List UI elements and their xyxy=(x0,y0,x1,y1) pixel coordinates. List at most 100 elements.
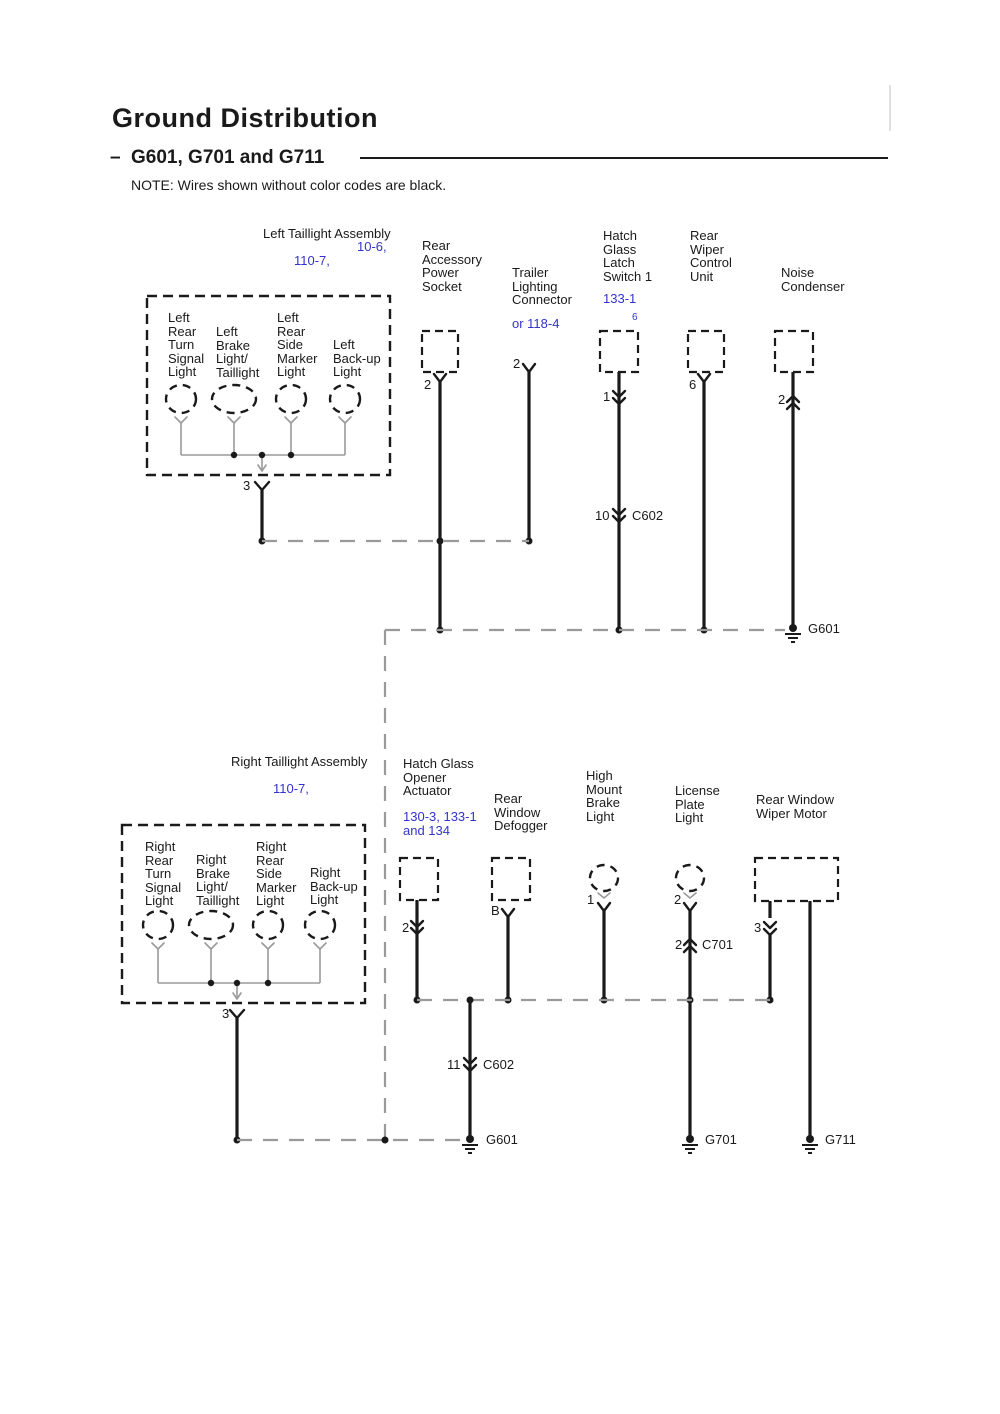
label-left-side-marker: Left Rear Side Marker Light xyxy=(277,310,318,379)
internal-ground-bus xyxy=(157,949,321,997)
arrow-icon xyxy=(257,464,267,472)
internal-ground-bus xyxy=(180,423,346,470)
inline-connector-icon xyxy=(762,920,778,937)
bulb-terminal-chevrons xyxy=(151,942,327,950)
connector-box-rear-accessory xyxy=(420,329,460,374)
c701-pin: 2 xyxy=(675,937,683,952)
hatch-opener-ref: 130-3, 133-1 and 134 xyxy=(403,809,477,838)
label-right-backup: Right Back-up Light xyxy=(310,865,358,907)
bulb-icon-left-backup xyxy=(328,383,362,415)
label-wiper-motor: Rear Window Wiper Motor xyxy=(756,792,835,821)
c602-top-pin: 10 xyxy=(595,508,610,523)
label-hatch-latch: Hatch Glass Latch Switch 1 xyxy=(603,228,653,284)
label-license-plate: License Plate Light xyxy=(675,783,720,825)
label-wiper-unit: Rear Wiper Control Unit xyxy=(690,228,732,284)
connector-box-wiper-motor xyxy=(753,856,840,903)
label-right-side-marker: Right Rear Side Marker Light xyxy=(256,839,297,908)
label-right-brake-taillight: Right Brake Light/ Taillight xyxy=(196,852,240,908)
ground-label-g701: G701 xyxy=(705,1132,737,1147)
bulb-terminal-chevron xyxy=(597,892,611,899)
left-taillight-assembly-graphics xyxy=(145,294,392,545)
terminal-icon xyxy=(682,901,698,913)
right-assembly-title: Right Taillight Assembly xyxy=(231,754,368,769)
c602-bottom-pin: 11 xyxy=(447,1057,461,1072)
pin-wiper-unit: 6 xyxy=(689,377,697,392)
connector-box-defogger xyxy=(490,856,532,902)
c602-bottom-label: C602 xyxy=(483,1057,515,1072)
label-trailer-connector: Trailer Lighting Connector xyxy=(512,265,572,307)
ground-bus-top xyxy=(262,539,785,1140)
ground-icon-g601-bottom xyxy=(462,1135,478,1154)
right-assembly-ref: 110-7, xyxy=(273,781,309,796)
label-rear-accessory: Rear Accessory Power Socket xyxy=(422,238,482,294)
label-left-turn-signal: Left Rear Turn Signal Light xyxy=(168,310,205,379)
c602-top-label: C602 xyxy=(632,508,664,523)
ground-icon-g701 xyxy=(682,1135,698,1154)
pin-right-assembly: 3 xyxy=(222,1006,230,1021)
section-subtitle: G601, G701 and G711 xyxy=(131,147,325,168)
defogger-graphics xyxy=(490,856,532,1004)
bulb-icon-left-side-marker xyxy=(274,383,308,415)
right-assembly-box xyxy=(120,823,367,1005)
pin-rear-accessory: 2 xyxy=(424,377,432,392)
terminal-icon xyxy=(521,362,537,374)
bulb-icon-right-backup xyxy=(303,909,337,941)
left-assembly-box xyxy=(145,294,392,477)
hatch-latch-ref-sup: 6 xyxy=(632,312,638,323)
left-assembly-ref-1: 10-6, xyxy=(357,239,387,254)
label-hatch-opener: Hatch Glass Opener Actuator xyxy=(403,756,474,798)
connector-box-hatch-latch xyxy=(598,329,640,374)
inline-connector-icon xyxy=(611,389,627,406)
pin-wiper-motor: 3 xyxy=(754,920,762,935)
c602-bottom-graphics xyxy=(462,996,478,1137)
ground-label-g711: G711 xyxy=(825,1132,856,1147)
wiper-motor-graphics xyxy=(753,856,840,1137)
license-graphics xyxy=(674,863,706,1137)
left-assembly-title: Left Taillight Assembly xyxy=(263,226,391,241)
bulb-icon-right-turn-signal xyxy=(141,909,175,941)
arrow-icon xyxy=(232,992,242,1000)
trailer-connector-graphics xyxy=(521,362,537,545)
pin-defogger: B xyxy=(491,903,500,918)
bulb-icon-high-mount xyxy=(588,863,620,893)
pin-high-mount: 1 xyxy=(587,892,595,907)
left-assembly-ref-2: 110-7, xyxy=(294,253,330,268)
trailer-ref: or 118-4 xyxy=(512,316,560,331)
inline-connector-icon xyxy=(785,394,801,411)
hatch-opener-graphics xyxy=(398,856,440,1004)
hatch-latch-graphics xyxy=(598,329,640,634)
label-noise-condenser: Noise Condenser xyxy=(781,265,845,294)
ground-label-g601-top: G601 xyxy=(808,621,840,636)
label-defogger: Rear Window Defogger xyxy=(494,791,548,833)
label-high-mount: High Mount Brake Light xyxy=(586,768,623,824)
bulb-icon-left-turn-signal xyxy=(164,383,198,415)
bulb-terminal-chevron xyxy=(683,892,697,899)
ground-icon-g601-top xyxy=(785,624,801,643)
subtitle-dash: – xyxy=(110,147,121,168)
bulb-icon-left-brake-taillight xyxy=(210,383,258,415)
label-left-backup: Left Back-up Light xyxy=(333,337,381,379)
right-taillight-assembly-graphics xyxy=(120,823,367,1144)
subtitle-rule xyxy=(360,157,888,159)
c701-label: C701 xyxy=(702,937,734,952)
page-edge-artifact xyxy=(889,85,891,131)
c602-connector-icon xyxy=(462,1056,478,1073)
terminal-icon xyxy=(228,1008,246,1020)
note-text: NOTE: Wires shown without color codes ar… xyxy=(131,177,447,193)
pin-hatch-latch: 1 xyxy=(603,389,611,404)
connector-box-noise-condenser xyxy=(773,329,815,374)
page-title: Ground Distribution xyxy=(112,103,378,133)
hatch-latch-ref: 133-1 xyxy=(603,291,637,306)
terminal-icon xyxy=(696,372,712,384)
pin-noise-condenser: 2 xyxy=(778,392,786,407)
high-mount-graphics xyxy=(588,863,620,1004)
terminal-icon xyxy=(432,372,448,384)
ground-icon-g711 xyxy=(802,1135,818,1154)
ground-bus-bottom xyxy=(237,998,770,1144)
c701-connector-icon xyxy=(682,937,698,954)
pin-hatch-opener: 2 xyxy=(402,920,410,935)
rear-accessory-graphics xyxy=(420,329,460,634)
terminal-icon xyxy=(500,907,516,919)
